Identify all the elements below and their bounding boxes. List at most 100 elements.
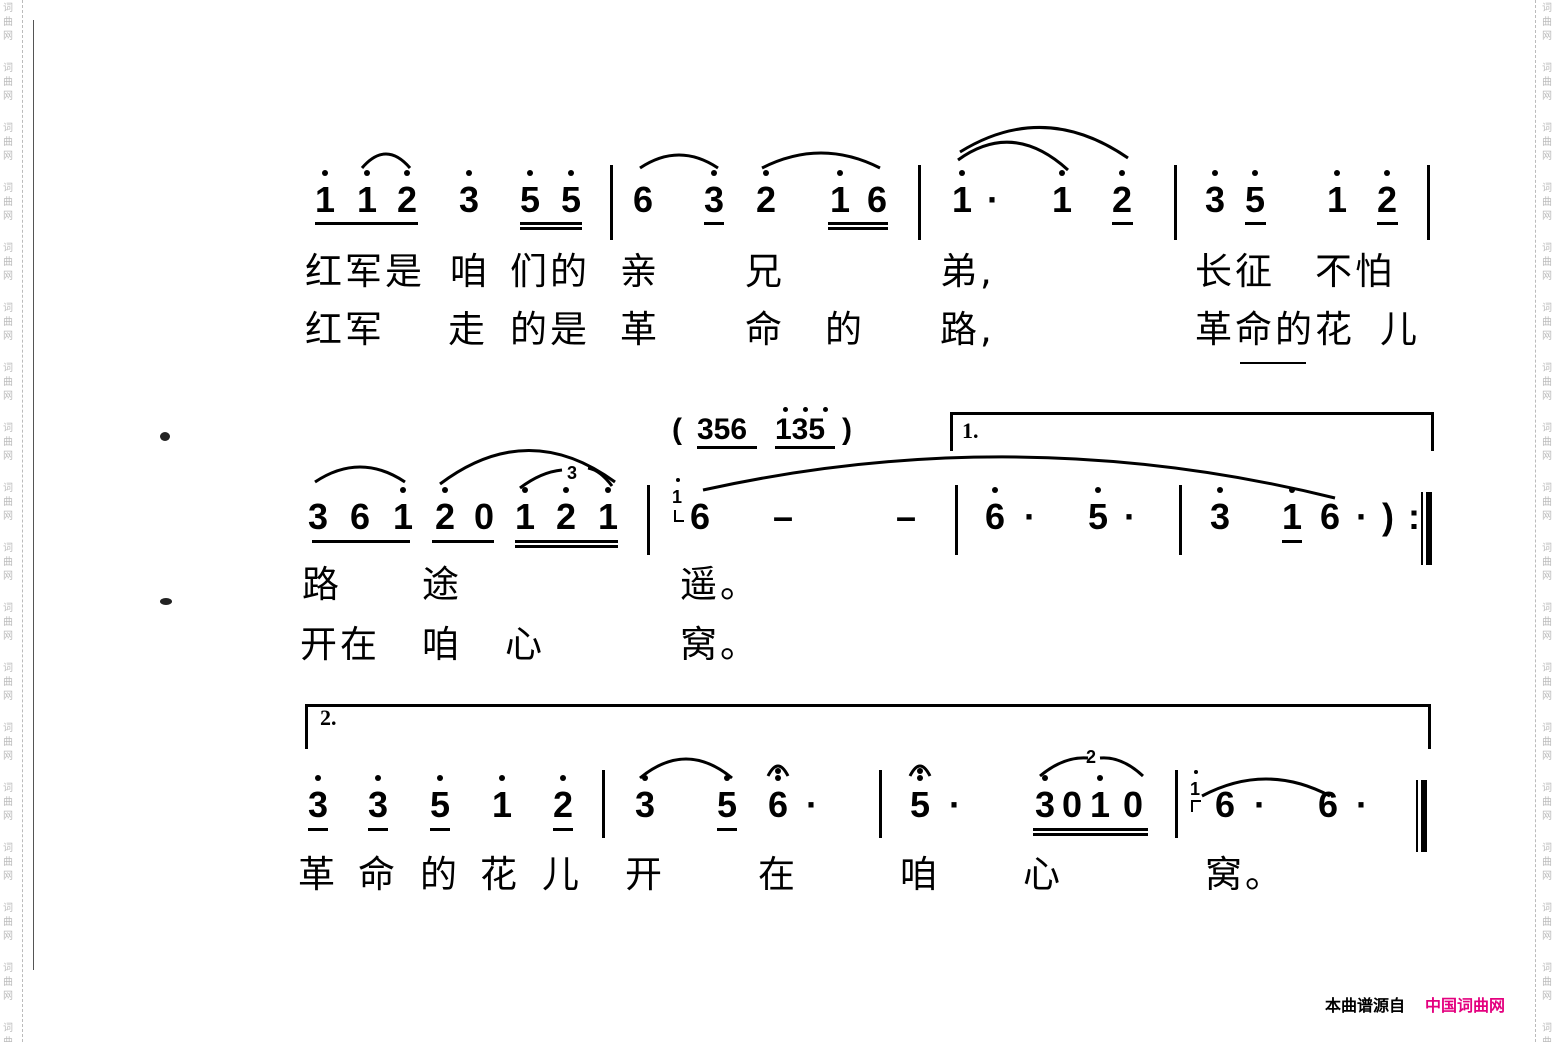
watermark-text: 词曲网 bbox=[1542, 483, 1552, 522]
underline bbox=[432, 540, 494, 543]
watermark-text: 词曲网 bbox=[3, 903, 13, 942]
underline bbox=[1112, 222, 1133, 225]
lyric-text: 的 bbox=[825, 308, 865, 351]
underline bbox=[520, 222, 582, 225]
watermark-text: 词曲网 bbox=[1542, 303, 1552, 342]
octave-dot bbox=[1194, 770, 1198, 774]
tuplet-bracket bbox=[519, 468, 563, 490]
underline bbox=[704, 222, 724, 225]
barline bbox=[1427, 165, 1430, 240]
watermark-text: 词曲网 bbox=[3, 963, 13, 1002]
underline bbox=[828, 227, 888, 230]
octave-dot bbox=[992, 487, 998, 493]
intro-paren-close: ) bbox=[842, 413, 852, 446]
note: 1 bbox=[951, 179, 973, 220]
octave-dot bbox=[560, 775, 566, 781]
octave-dot bbox=[837, 170, 843, 176]
watermark-text: 词曲网 bbox=[3, 843, 13, 882]
note: · bbox=[1024, 496, 1036, 537]
note: – bbox=[772, 496, 794, 537]
barline bbox=[1174, 165, 1177, 240]
note: ) bbox=[1382, 496, 1394, 537]
site-name-link[interactable]: 中国词曲网 bbox=[1425, 996, 1506, 1015]
watermark-text: 词曲网 bbox=[3, 663, 13, 702]
octave-dot bbox=[442, 487, 448, 493]
lyric-text: 花 bbox=[480, 853, 520, 896]
octave-dot bbox=[605, 487, 611, 493]
barline bbox=[647, 485, 650, 555]
lyric-text: 亲 bbox=[620, 250, 660, 293]
note: 2 bbox=[396, 179, 418, 220]
note: · bbox=[806, 784, 818, 825]
lyric-text: 儿 bbox=[1380, 308, 1420, 351]
note: 3 bbox=[634, 784, 656, 825]
note: 2 bbox=[1376, 179, 1398, 220]
lyric-text: 儿 bbox=[542, 853, 582, 896]
lyric-text: 走 bbox=[448, 308, 488, 351]
lyric-text: 们的 bbox=[510, 250, 590, 293]
octave-dot bbox=[1252, 170, 1258, 176]
note: 2 bbox=[552, 784, 574, 825]
barline bbox=[1426, 492, 1432, 565]
note: 1 bbox=[597, 496, 619, 537]
underline bbox=[312, 540, 410, 543]
watermark-text: 词曲网 bbox=[1542, 783, 1552, 822]
watermark-text: 词曲网 bbox=[1542, 903, 1552, 942]
note: 1 bbox=[514, 496, 536, 537]
lyric-text: 路, bbox=[940, 308, 995, 351]
octave-dot bbox=[1289, 487, 1295, 493]
note: 5 bbox=[429, 784, 451, 825]
barline bbox=[610, 165, 613, 240]
barline bbox=[879, 770, 882, 838]
octave-dot bbox=[823, 407, 828, 412]
lyric-text: 心 bbox=[1023, 853, 1063, 896]
note: 3 bbox=[458, 179, 480, 220]
octave-dot bbox=[1334, 170, 1340, 176]
octave-dot bbox=[803, 407, 808, 412]
note: · bbox=[949, 784, 961, 825]
octave-dot bbox=[959, 170, 965, 176]
grace-note: 1 bbox=[1190, 779, 1201, 799]
grace-hook bbox=[1191, 800, 1201, 812]
right-margin-dashed-line bbox=[1535, 0, 1536, 1042]
note: · bbox=[1124, 496, 1136, 537]
tuplet-2: 2 bbox=[1086, 747, 1097, 767]
lyric-text: 弟, bbox=[940, 250, 995, 293]
note: 6 bbox=[984, 496, 1006, 537]
underline bbox=[697, 446, 757, 449]
note: 5 bbox=[519, 179, 541, 220]
note: 6 bbox=[1319, 496, 1341, 537]
barline bbox=[1179, 485, 1182, 555]
slur bbox=[957, 140, 1070, 172]
watermark-text: 词曲网 bbox=[3, 483, 13, 522]
lyric-text: 的 bbox=[420, 853, 460, 896]
watermark-text: 词曲网 bbox=[3, 423, 13, 462]
fermata bbox=[766, 764, 790, 777]
underline bbox=[1033, 833, 1148, 836]
lyric-text: 命 bbox=[745, 308, 785, 351]
tuplet-bracket bbox=[1099, 756, 1145, 778]
underline bbox=[315, 222, 418, 225]
octave-dot bbox=[404, 170, 410, 176]
scan-speck bbox=[160, 598, 172, 605]
octave-dot bbox=[522, 487, 528, 493]
intro-notes-high: 135 bbox=[775, 413, 826, 446]
slur bbox=[639, 153, 719, 170]
volta-1-label: 1. bbox=[962, 418, 979, 443]
scan-speck bbox=[160, 432, 170, 441]
underline bbox=[1033, 828, 1148, 831]
watermark-text: 词曲网 bbox=[3, 183, 13, 222]
note: 1 bbox=[829, 179, 851, 220]
volta-1-bracket bbox=[950, 412, 1434, 451]
octave-dot bbox=[315, 775, 321, 781]
octave-dot bbox=[375, 775, 381, 781]
source-label: 本曲谱源自 bbox=[1325, 996, 1406, 1015]
lyric-text: 途 bbox=[422, 563, 462, 606]
slur bbox=[959, 126, 1129, 160]
fermata-dot bbox=[917, 768, 923, 774]
watermark-text: 词曲网 bbox=[3, 243, 13, 282]
octave-dot bbox=[1042, 775, 1048, 781]
lyric-text: 窝。 bbox=[680, 623, 760, 666]
note: : bbox=[1408, 496, 1420, 537]
watermark-text: 词曲网 bbox=[1542, 1023, 1552, 1042]
